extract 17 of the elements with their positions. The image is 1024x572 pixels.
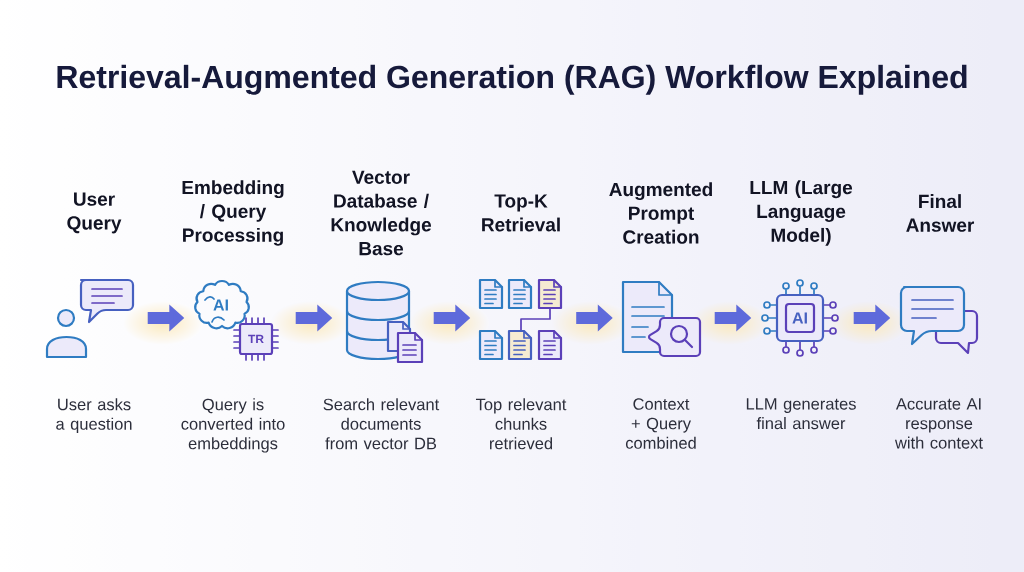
step-description: Top relevant chunks retrieved <box>476 398 567 450</box>
step-heading: Final Answer <box>906 194 975 232</box>
step-heading: Top-K Retrieval <box>482 194 560 232</box>
step-heading: Embedding / Query Processing <box>182 180 284 246</box>
step-heading: Augmented Prompt Creation <box>609 182 712 244</box>
step-description: Search relevant documents from vector DB <box>323 398 440 450</box>
step-heading: Vector Database / Knowledge Base <box>331 170 432 256</box>
icon-letters: AI <box>213 299 228 311</box>
icon-letters: TR <box>248 334 264 344</box>
step-heading: LLM (Large Language Model) <box>750 180 853 246</box>
step-description: User asks a question <box>56 398 132 434</box>
step-description: LLM generates final answer <box>746 398 856 430</box>
step-description: Accurate AI response with context <box>894 398 983 449</box>
step-description: Query is converted into embeddings <box>181 398 285 453</box>
step-description: Context + Query combined <box>625 398 696 449</box>
step-heading: User Query <box>67 192 122 234</box>
title: Retrieval-Augmented Generation (RAG) Workflow Explained <box>57 64 967 95</box>
